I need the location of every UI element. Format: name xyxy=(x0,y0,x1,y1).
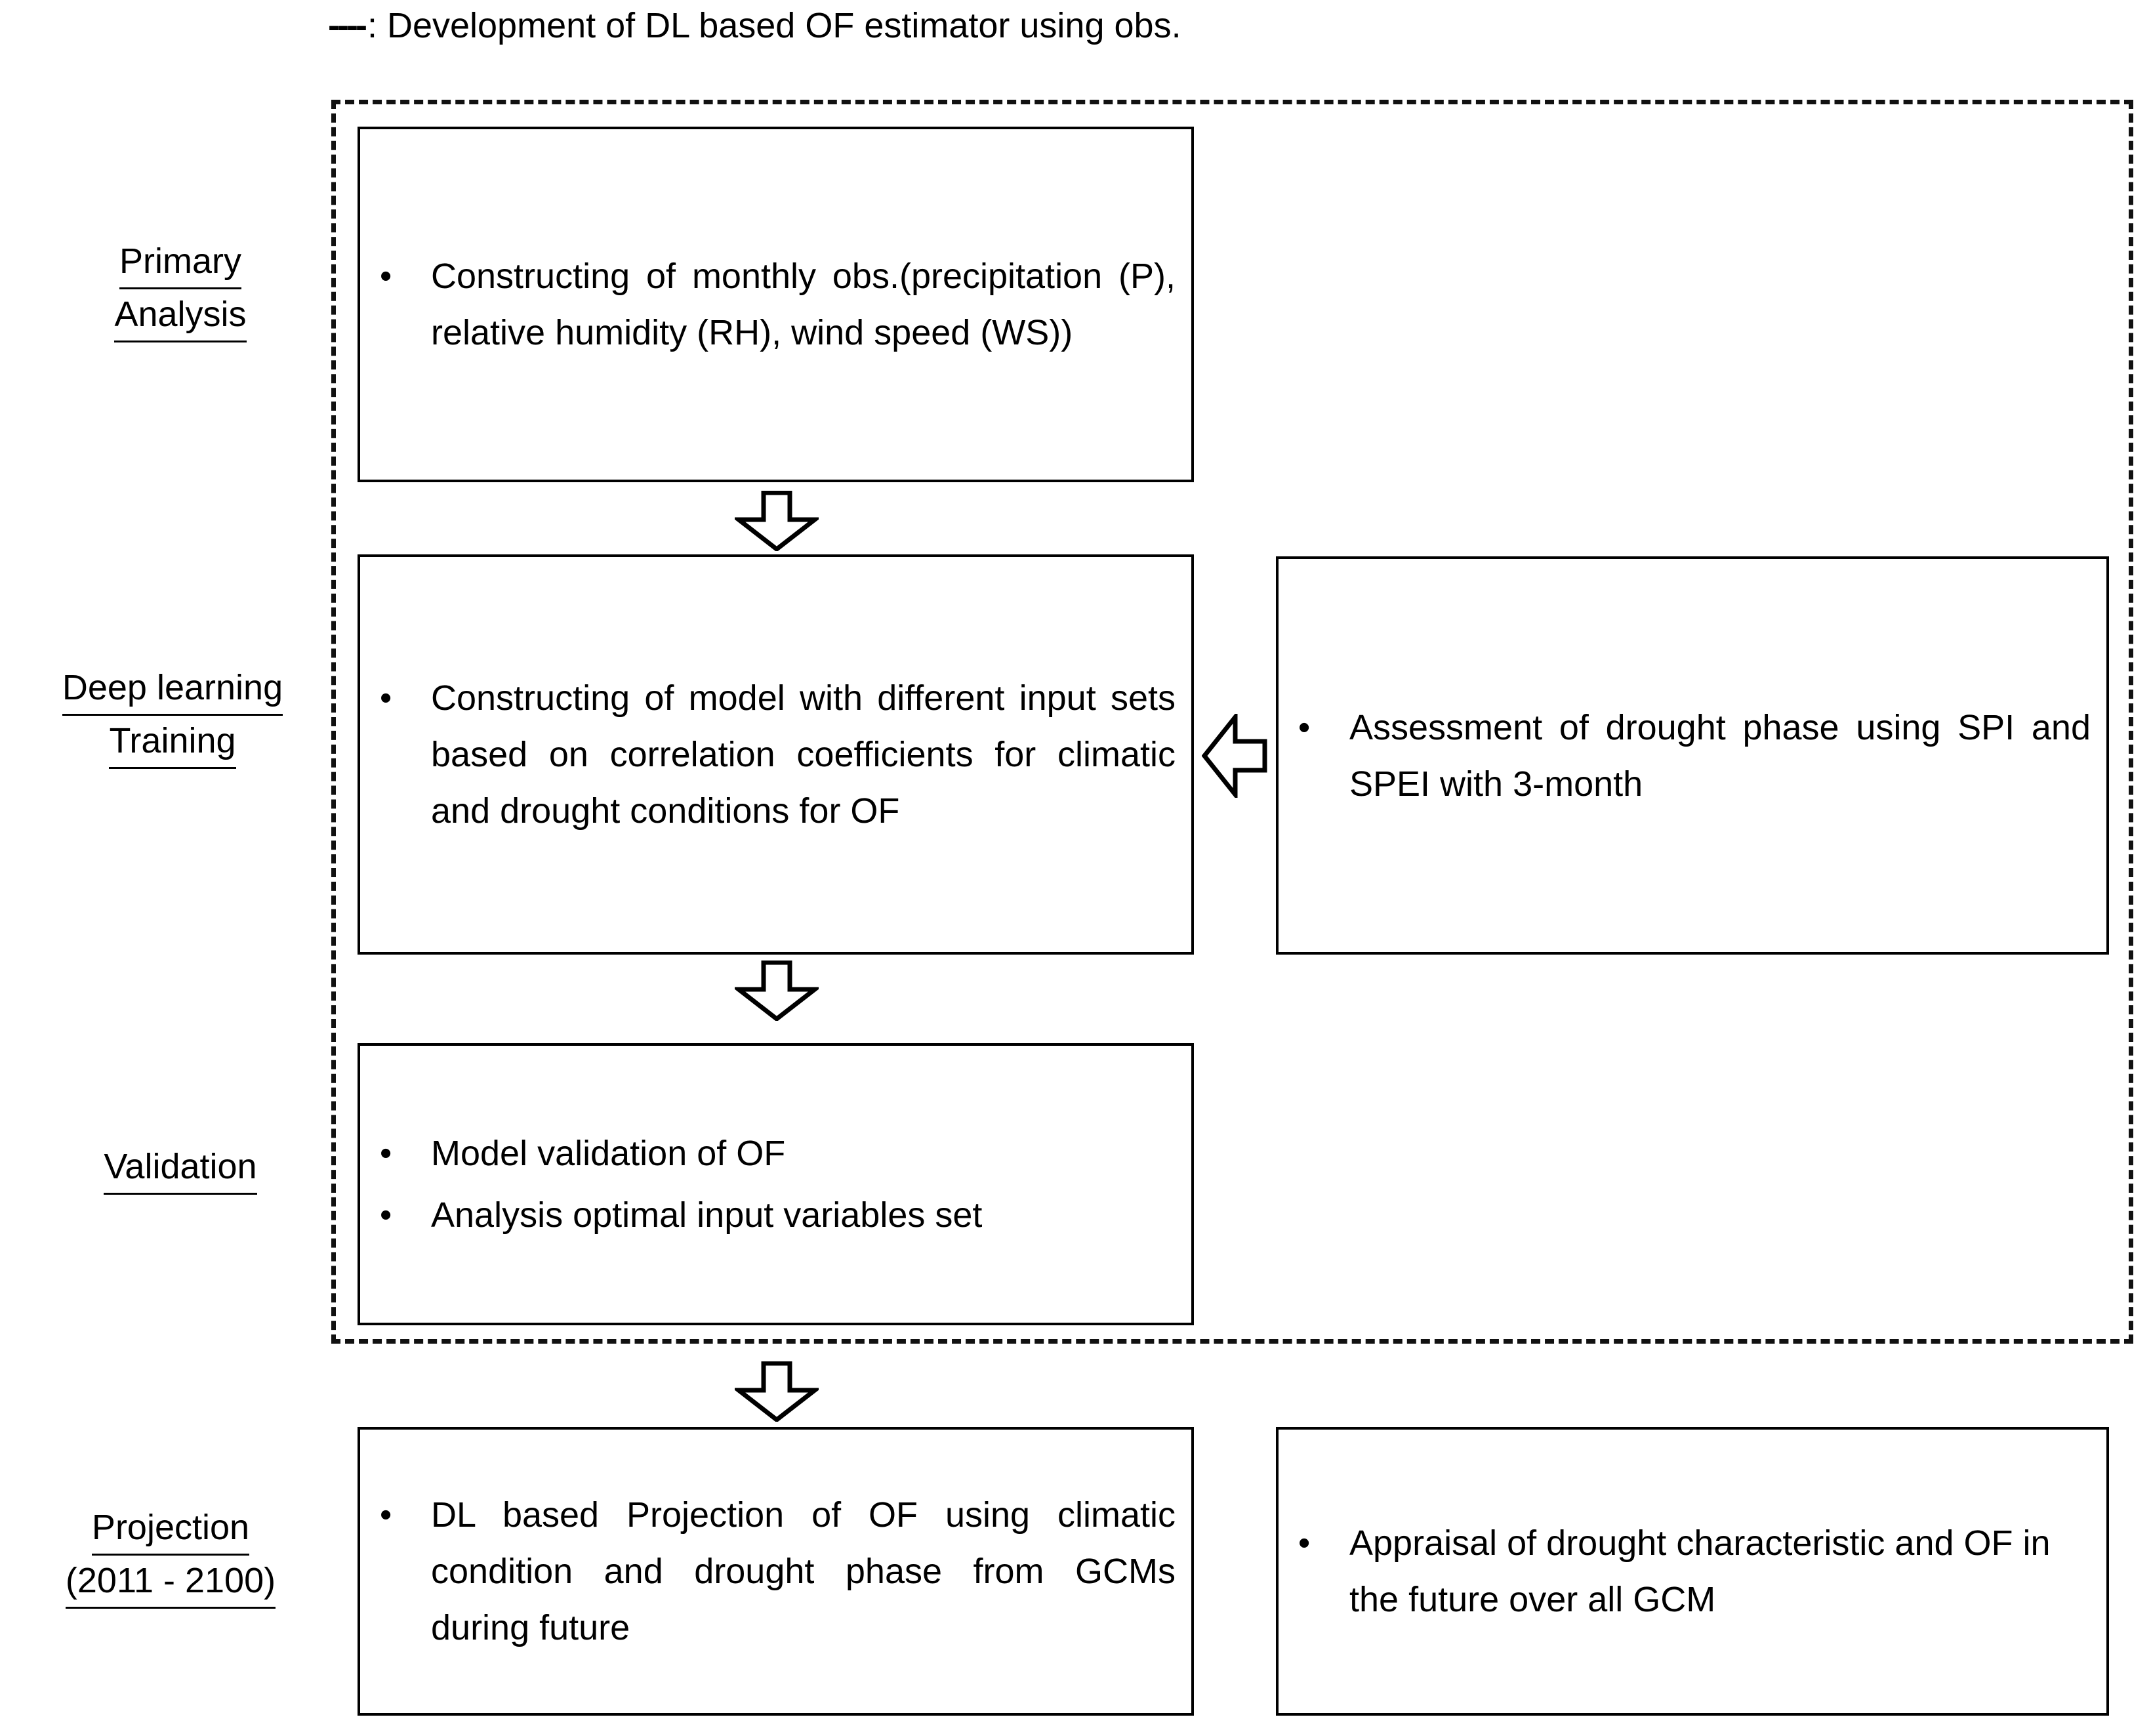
arrow-down-icon xyxy=(735,491,819,551)
stage-label-line: (2011 - 2100) xyxy=(65,1556,276,1609)
stage-label-line: Deep learning xyxy=(62,663,283,716)
bullet-item: • Constructing of monthly obs.(precipita… xyxy=(369,248,1176,361)
bullet-dot-icon: • xyxy=(380,1134,392,1172)
bullet-text: DL based Projection of OF using climatic… xyxy=(431,1495,1176,1647)
bullet-item: • Appraisal of drought characteristic an… xyxy=(1288,1515,2091,1628)
validation-box: • Model validation of OF • Analysis opti… xyxy=(358,1043,1194,1325)
bullet-dot-icon: • xyxy=(380,1196,392,1234)
drought-assessment-box: • Assessment of drought phase using SPI … xyxy=(1276,556,2109,955)
stage-label-deep-learning-training: Deep learning Training xyxy=(18,663,327,769)
bullet-text: Constructing of monthly obs.(precipitati… xyxy=(431,257,1176,352)
stage-label-validation: Validation xyxy=(36,1142,325,1195)
bullet-dot-icon: • xyxy=(380,1496,392,1534)
deep-learning-training-box: • Constructing of model with different i… xyxy=(358,554,1194,955)
bullet-text: Model validation of OF xyxy=(431,1134,786,1173)
appraisal-box: • Appraisal of drought characteristic an… xyxy=(1276,1427,2109,1716)
bullet-dot-icon: • xyxy=(1298,708,1311,747)
projection-box: • DL based Projection of OF using climat… xyxy=(358,1427,1194,1716)
stage-label-line: Validation xyxy=(104,1142,257,1195)
dashed-group-boundary xyxy=(331,100,2133,1344)
legend-separator: : xyxy=(367,6,377,45)
arrow-down-icon xyxy=(735,961,819,1021)
bullet-text: Constructing of model with different inp… xyxy=(431,678,1176,831)
bullet-dot-icon: • xyxy=(380,679,392,717)
bullet-text: Assessment of drought phase using SPI an… xyxy=(1349,707,2091,804)
bullet-text: Analysis optimal input variables set xyxy=(431,1195,983,1235)
dashed-line-marker: ---- xyxy=(328,6,367,45)
bullet-item: • DL based Projection of OF using climat… xyxy=(369,1487,1176,1656)
stage-label-line: Projection xyxy=(91,1502,250,1556)
arrow-down-icon xyxy=(735,1361,819,1422)
bullet-dot-icon: • xyxy=(1298,1524,1311,1562)
bullet-item: • Model validation of OF xyxy=(369,1125,1176,1182)
stage-label-line: Primary xyxy=(119,236,241,289)
legend-text: Development of DL based OF estimator usi… xyxy=(386,6,1181,45)
primary-analysis-box: • Constructing of monthly obs.(precipita… xyxy=(358,127,1194,482)
bullet-item: • Assessment of drought phase using SPI … xyxy=(1288,699,2091,812)
bullet-item: • Constructing of model with different i… xyxy=(369,670,1176,839)
bullet-item: • Analysis optimal input variables set xyxy=(369,1187,1176,1243)
stage-label-line: Training xyxy=(109,716,236,769)
stage-label-primary-analysis: Primary Analysis xyxy=(39,236,321,342)
stage-label-line: Analysis xyxy=(114,289,247,342)
stage-label-projection: Projection (2011 - 2100) xyxy=(13,1502,328,1609)
bullet-dot-icon: • xyxy=(380,257,392,295)
bullet-text: Appraisal of drought characteristic and … xyxy=(1349,1523,2051,1619)
arrow-left-icon xyxy=(1202,714,1267,798)
figure-legend: ----: Development of DL based OF estimat… xyxy=(328,4,1181,47)
